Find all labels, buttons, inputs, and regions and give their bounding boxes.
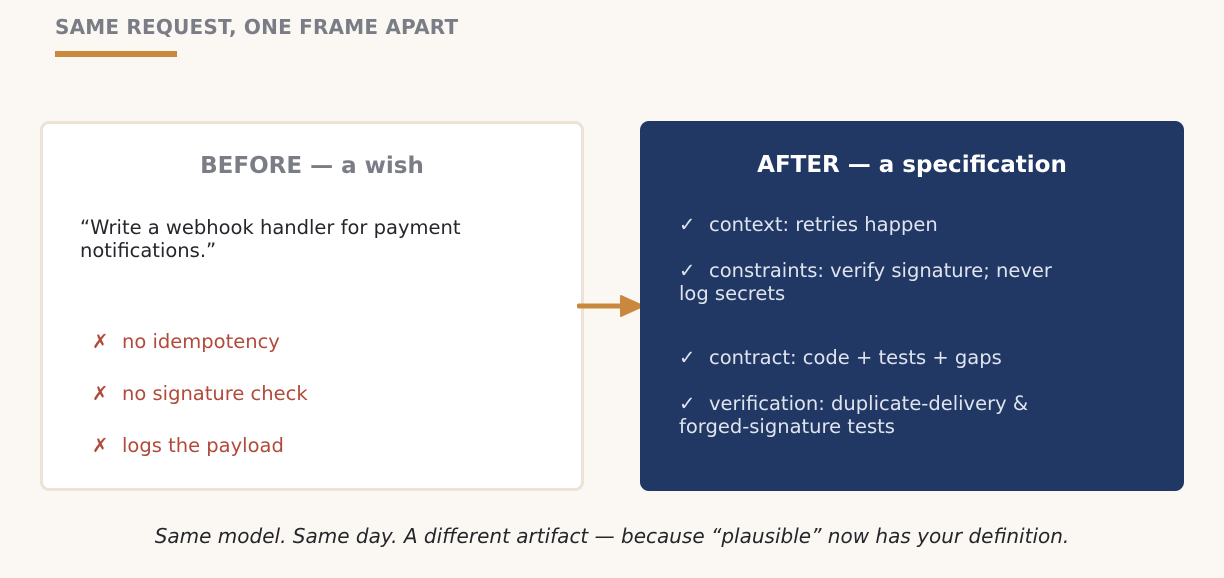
spec-text: context: retries happen <box>709 213 938 236</box>
after-title: AFTER — a specification <box>757 152 1067 178</box>
check-mark-icon: ✓ <box>679 346 696 369</box>
header-title: SAME REQUEST, ONE FRAME APART <box>55 15 459 39</box>
spec-item: ✓constraints: verify signature; never lo… <box>679 259 1079 305</box>
before-title: BEFORE — a wish <box>200 153 424 179</box>
request-quote: “Write a webhook handler for payment not… <box>80 216 461 262</box>
spec-item: ✓ context: retries happen <box>679 213 1079 236</box>
header-underline <box>55 51 177 57</box>
check-mark-icon: ✓ <box>679 213 696 236</box>
cross-mark-icon: ✗ <box>92 434 109 457</box>
problem-text: logs the payload <box>122 434 284 457</box>
problem-text: no signature check <box>122 382 308 405</box>
cross-mark-icon: ✗ <box>92 330 109 353</box>
spec-item: ✓verification: duplicate-delivery & forg… <box>679 392 1079 438</box>
spec-text: constraints: verify signature; never log… <box>679 259 1052 305</box>
spec-text: contract: code + tests + gaps <box>709 346 1002 369</box>
problem-text: no idempotency <box>122 330 280 353</box>
check-mark-icon: ✓ <box>679 392 696 415</box>
cross-mark-icon: ✗ <box>92 382 109 405</box>
before-panel: BEFORE — a wish “Write a webhook handler… <box>40 121 584 491</box>
after-panel: AFTER — a specification ✓ context: retrie… <box>640 121 1184 491</box>
spec-text: verification: duplicate-delivery & forge… <box>679 392 1029 438</box>
problem-item: ✗ logs the payload <box>92 434 284 457</box>
check-mark-icon: ✓ <box>679 259 696 282</box>
problem-item: ✗ no idempotency <box>92 330 280 353</box>
arrow-right-icon <box>577 295 644 317</box>
footer-caption: Same model. Same day. A different artifa… <box>154 524 1070 548</box>
problem-item: ✗ no signature check <box>92 382 308 405</box>
spec-item: ✓ contract: code + tests + gaps <box>679 346 1079 369</box>
